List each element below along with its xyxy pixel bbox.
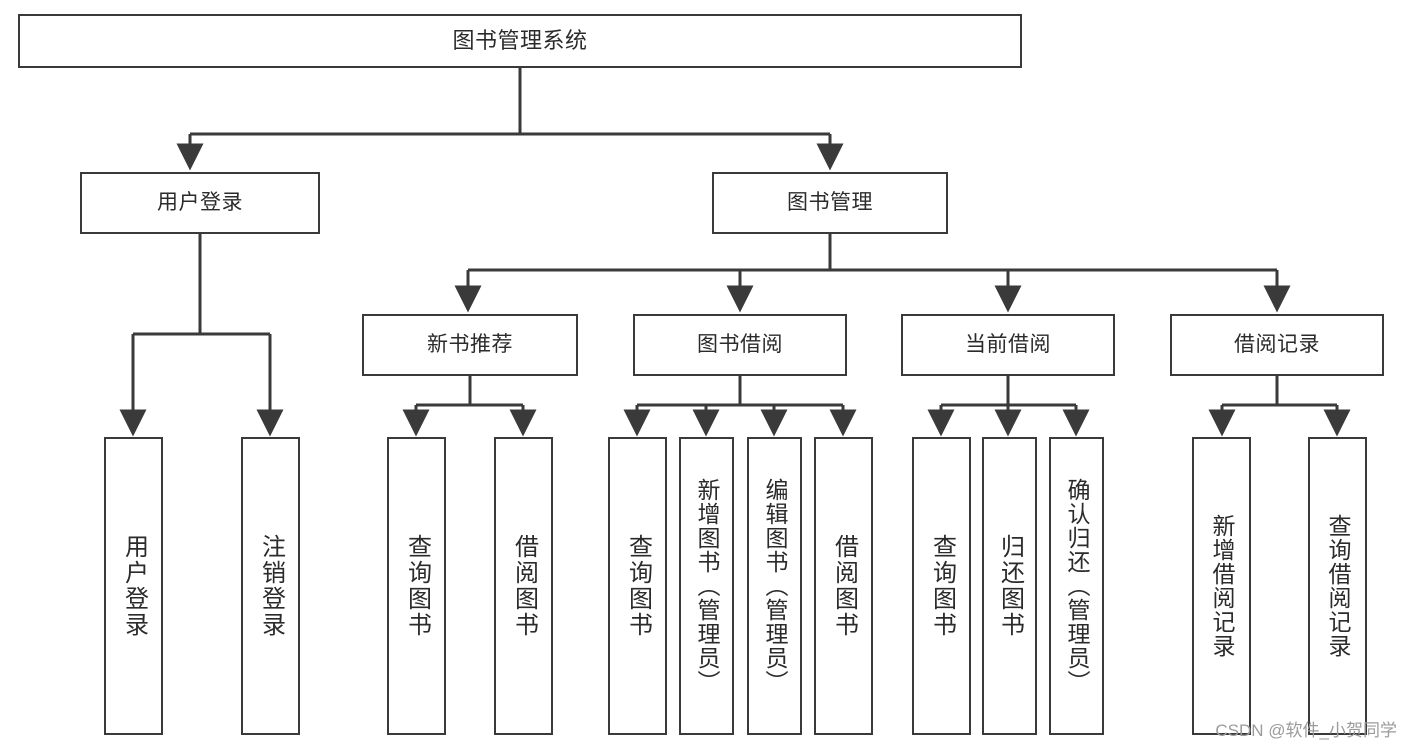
- leaf-query-book-current[interactable]: 查询图书: [912, 437, 971, 735]
- leaf-return-book[interactable]: 归还图书: [982, 437, 1037, 735]
- node-label: 查询图书: [928, 534, 956, 638]
- node-root-system[interactable]: 图书管理系统: [18, 14, 1022, 68]
- leaf-query-borrow-record[interactable]: 查询借阅记录: [1308, 437, 1367, 735]
- node-current-borrow[interactable]: 当前借阅: [901, 314, 1115, 376]
- node-label: 用户登录: [157, 190, 243, 214]
- node-label: 注销登录: [257, 534, 285, 638]
- node-label: 查询借阅记录: [1325, 514, 1351, 658]
- leaf-add-book-admin[interactable]: 新增图书（管理员）: [679, 437, 734, 735]
- node-label: 查询图书: [403, 534, 431, 638]
- node-borrow-record[interactable]: 借阅记录: [1170, 314, 1384, 376]
- node-book-borrow[interactable]: 图书借阅: [633, 314, 847, 376]
- leaf-add-borrow-record[interactable]: 新增借阅记录: [1192, 437, 1251, 735]
- node-label: 用户登录: [120, 534, 148, 638]
- leaf-query-book-borrow[interactable]: 查询图书: [608, 437, 667, 735]
- leaf-user-login[interactable]: 用户登录: [104, 437, 163, 735]
- node-label: 确认归还（管理员）: [1064, 478, 1090, 694]
- watermark-text: CSDN @软件_小贺同学: [1215, 721, 1397, 740]
- node-label: 图书借阅: [697, 332, 783, 356]
- node-label: 编辑图书（管理员）: [762, 478, 788, 694]
- leaf-query-book-new[interactable]: 查询图书: [387, 437, 446, 735]
- node-label: 图书管理: [787, 190, 873, 214]
- leaf-borrow-book[interactable]: 借阅图书: [814, 437, 873, 735]
- node-label: 新书推荐: [427, 332, 513, 356]
- leaf-confirm-return-admin[interactable]: 确认归还（管理员）: [1049, 437, 1104, 735]
- leaf-borrow-book-new[interactable]: 借阅图书: [494, 437, 553, 735]
- node-book-management[interactable]: 图书管理: [712, 172, 948, 234]
- leaf-edit-book-admin[interactable]: 编辑图书（管理员）: [747, 437, 802, 735]
- node-new-book-recommend[interactable]: 新书推荐: [362, 314, 578, 376]
- leaf-logout-login[interactable]: 注销登录: [241, 437, 300, 735]
- node-label: 查询图书: [624, 534, 652, 638]
- node-label: 新增图书（管理员）: [694, 478, 720, 694]
- node-label: 新增借阅记录: [1209, 514, 1235, 658]
- node-user-login[interactable]: 用户登录: [80, 172, 320, 234]
- node-label: 借阅图书: [510, 534, 538, 638]
- node-label: 借阅图书: [830, 534, 858, 638]
- node-label: 归还图书: [996, 534, 1024, 638]
- node-label: 当前借阅: [965, 332, 1051, 356]
- node-label: 借阅记录: [1234, 332, 1320, 356]
- node-label: 图书管理系统: [452, 28, 588, 54]
